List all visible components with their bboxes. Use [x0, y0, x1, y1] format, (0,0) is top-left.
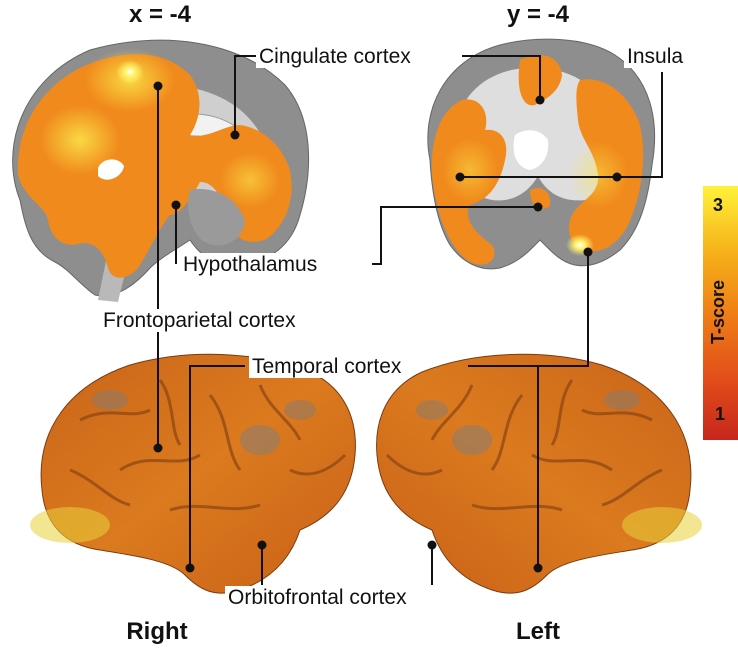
colorbar-max-label: 3: [713, 195, 724, 215]
dot-frontoparietal-slice: [153, 81, 163, 91]
target-dots: [153, 81, 622, 573]
label-orbitofrontal-cortex: Orbitofrontal cortex: [225, 586, 410, 609]
leader-lines: [157, 55, 663, 585]
dot-cingulate-coronal: [535, 95, 545, 105]
sagittal-ventricle-hole: [98, 159, 124, 180]
dot-cingulate-sagittal: [230, 130, 240, 140]
dot-insula-right: [455, 172, 465, 182]
coronal-slice: [427, 38, 656, 270]
coronal-heading: y = -4: [506, 1, 570, 28]
dot-hypothalamus-coronal: [533, 202, 543, 212]
right-heading: Right: [126, 618, 188, 645]
coronal-ventricles: [513, 130, 549, 170]
cingulate-line-coronal: [462, 55, 541, 100]
label-cingulate-cortex: Cingulate cortex: [256, 45, 414, 68]
dot-insula-left: [612, 172, 622, 182]
sagittal-hotspot: [116, 60, 144, 84]
tscore-colorbar: [703, 186, 738, 440]
label-hypothalamus: Hypothalamus: [180, 253, 321, 276]
dot-frontoparietal-surface: [153, 443, 163, 453]
label-insula: Insula: [624, 45, 687, 68]
right-hemisphere-surface: [30, 353, 356, 594]
dot-temporal-left: [533, 563, 543, 573]
dot-temporal-right: [185, 563, 195, 573]
temporal-line-right: [189, 365, 245, 568]
colorbar-title: T-score: [708, 279, 729, 345]
sagittal-cerebellum: [188, 189, 245, 246]
temporal-line-coronal: [538, 252, 589, 367]
coronal-activation: [431, 55, 644, 265]
insula-line-left: [617, 72, 663, 178]
sagittal-heading: x = -4: [128, 1, 192, 28]
cingulate-line-sagittal: [234, 55, 262, 135]
label-frontoparietal-cortex: Frontoparietal cortex: [100, 309, 299, 332]
left-hemisphere-surface: [376, 353, 702, 594]
dot-orbitofrontal-left: [427, 540, 437, 550]
label-temporal-cortex: Temporal cortex: [249, 355, 405, 378]
hypothalamus-line-coronal: [372, 206, 538, 265]
dot-orbitofrontal-right: [257, 540, 267, 550]
dot-temporal-coronal: [583, 247, 593, 257]
dot-hypothalamus-sagittal: [171, 200, 181, 210]
colorbar-min-label: 1: [715, 404, 726, 424]
left-heading: Left: [516, 618, 560, 645]
